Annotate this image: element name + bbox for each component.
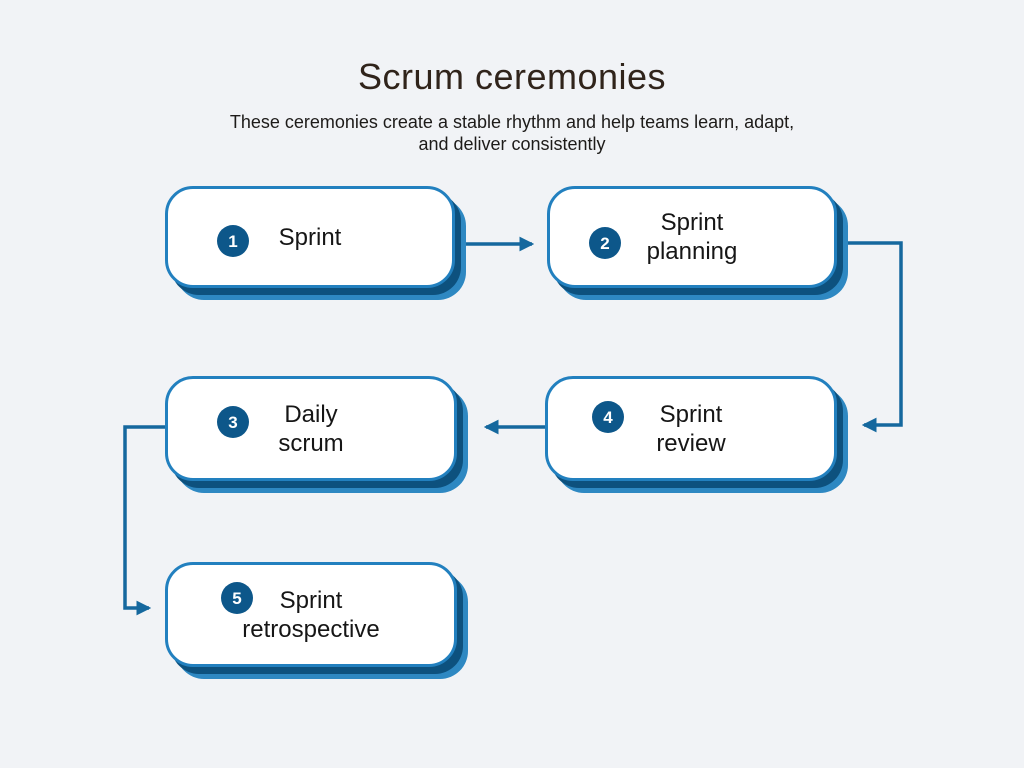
connector-arrow-2-to-4 — [840, 241, 903, 433]
step-number-badge-3: 3 — [217, 406, 249, 438]
node-sprint-retrospective: 5 Sprint retrospective — [165, 562, 457, 667]
subtitle-line-1: These ceremonies create a stable rhythm … — [229, 112, 795, 132]
node-sprint: 1 Sprint — [165, 186, 455, 288]
step-number-badge-4: 4 — [592, 401, 624, 433]
step-number-badge-1: 1 — [217, 225, 249, 257]
node-label-sprint: Sprint — [278, 223, 342, 251]
node-label-sprint-retrospective: Sprint retrospective — [242, 586, 380, 643]
connector-arrow-3-to-5 — [123, 425, 165, 616]
subtitle-line-2: and deliver consistently — [418, 134, 606, 154]
node-label-sprint-review: Sprint review — [656, 400, 726, 457]
step-number-badge-2: 2 — [589, 227, 621, 259]
step-number-badge-5: 5 — [221, 582, 253, 614]
page-title: Scrum ceremonies — [357, 56, 667, 97]
page-subtitle: These ceremonies create a stable rhythm … — [0, 111, 1024, 155]
node-sprint-review: 4 Sprint review — [545, 376, 837, 481]
node-sprint-planning: 2 Sprint planning — [547, 186, 837, 288]
node-label-sprint-planning: Sprint planning — [646, 209, 738, 265]
node-daily-scrum: 3 Daily scrum — [165, 376, 457, 481]
node-label-daily-scrum: Daily scrum — [278, 400, 344, 457]
